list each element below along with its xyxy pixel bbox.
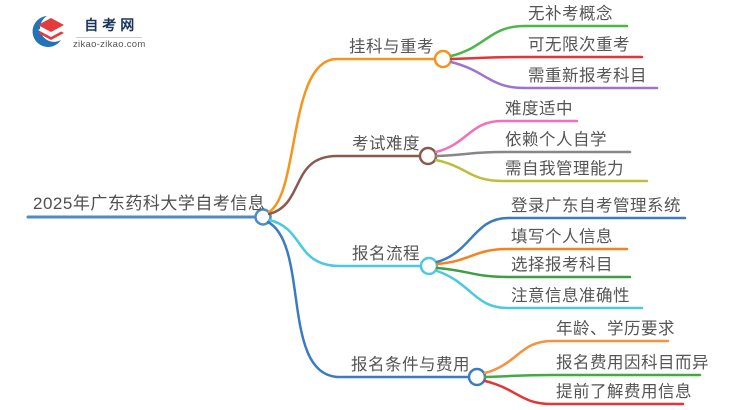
root-node-circle	[254, 208, 272, 226]
logo-title: 自考网	[84, 16, 139, 33]
branch-4-connector	[266, 220, 470, 379]
branch-1-node-circle	[433, 49, 453, 69]
branch-1-label: 挂科与重考	[349, 38, 434, 56]
root-node-label: 2025年广东药科大学自考信息	[33, 194, 266, 213]
site-logo[interactable]: 自考网 zikao-zikao.com	[30, 13, 146, 51]
branch-2-child-1-connector	[434, 119, 579, 154]
branch-4-child-3-label: 提前了解费用信息	[556, 383, 692, 401]
branch-4-child-2-connector	[483, 373, 702, 379]
branch-1-connector	[267, 57, 436, 214]
branch-1-child-1-connector	[449, 24, 629, 58]
branch-3-child-1-connector	[435, 216, 687, 264]
branch-1-child-2-connector	[449, 55, 644, 61]
branch-2-child-3-label: 需自我管理能力	[505, 160, 624, 178]
branch-2-node-circle	[418, 146, 438, 166]
branch-4-child-1-connector	[483, 339, 670, 375]
branch-1-child-2-label: 可无限次重考	[528, 36, 630, 54]
branch-3-child-1-label: 登录广东自考管理系统	[511, 197, 681, 215]
branch-2-child-3-connector	[434, 158, 649, 183]
branch-4-label: 报名条件与费用	[351, 356, 470, 374]
branch-2-child-2-label: 依赖个人自学	[505, 131, 607, 149]
branch-3-child-2-connector	[435, 247, 629, 266]
logo-domain: zikao-zikao.com	[73, 38, 146, 50]
graduation-cap-swoosh-icon	[32, 16, 64, 47]
branch-1-child-1-label: 无补考概念	[528, 5, 613, 23]
logo-divider	[76, 36, 143, 38]
branch-4-child-2-label: 报名费用因科目而异	[556, 354, 709, 372]
branch-4-child-3-connector	[483, 379, 685, 406]
logo-text-block: 自考网 zikao-zikao.com	[73, 15, 146, 50]
branch-1-child-3-label: 需重新报考科目	[528, 67, 647, 85]
branch-2-connector	[267, 154, 421, 216]
branch-3-child-3-label: 选择报考科目	[511, 256, 613, 274]
branch-3-label: 报名流程	[352, 245, 420, 263]
branch-1-child-3-connector	[449, 60, 659, 90]
branch-3-child-4-label: 注意信息准确性	[511, 287, 630, 305]
branch-4-node-circle	[467, 367, 487, 387]
branch-3-node-circle	[419, 256, 439, 276]
branch-2-label: 考试难度	[352, 135, 420, 153]
branch-4-child-1-label: 年龄、学历要求	[556, 320, 675, 338]
branch-3-child-2-label: 填写个人信息	[511, 228, 613, 246]
branch-2-child-1-label: 难度适中	[505, 100, 573, 118]
branch-2-child-2-connector	[434, 150, 632, 158]
branch-3-connector	[267, 218, 422, 268]
branch-3-child-4-connector	[435, 269, 644, 310]
branch-3-child-3-connector	[435, 266, 632, 279]
